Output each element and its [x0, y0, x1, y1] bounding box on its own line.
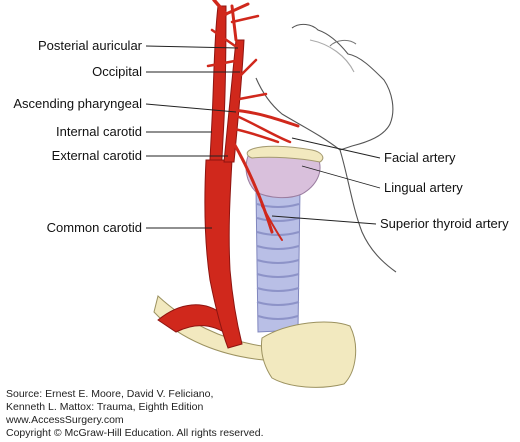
right-labels: Facial artery Lingual artery Superior th…	[271, 137, 509, 231]
source-line-2: Kenneth L. Mattox: Trauma, Eighth Editio…	[6, 401, 204, 413]
common-carotid-artery	[204, 159, 243, 349]
label-common-carotid: Common carotid	[47, 220, 142, 235]
source-line-1: Source: Ernest E. Moore, David V. Felici…	[6, 388, 214, 400]
leader-facial-artery	[291, 137, 381, 159]
label-ascending-pharyngeal: Ascending pharyngeal	[13, 96, 142, 111]
neck-outline	[255, 23, 397, 273]
label-external-carotid: External carotid	[52, 148, 142, 163]
leader-posterial-auricular	[145, 45, 239, 49]
label-superior-thyroid-artery: Superior thyroid artery	[380, 216, 509, 231]
leader-ascending-pharyngeal	[145, 103, 237, 113]
leader-superior-thyroid-artery	[271, 215, 377, 225]
left-labels: Posterial auricular Occipital Ascending …	[13, 38, 240, 235]
trachea	[255, 189, 301, 333]
label-posterial-auricular: Posterial auricular	[38, 38, 143, 53]
copyright-line: Copyright © McGraw-Hill Education. All r…	[6, 427, 264, 439]
label-internal-carotid: Internal carotid	[56, 124, 142, 139]
leader-lingual-artery	[301, 165, 381, 189]
manubrium	[261, 321, 357, 388]
source-line-3[interactable]: www.AccessSurgery.com	[6, 414, 124, 426]
arterial-branches	[206, 0, 300, 241]
label-occipital: Occipital	[92, 64, 142, 79]
label-lingual-artery: Lingual artery	[384, 180, 463, 195]
hyoid-bone	[246, 145, 324, 163]
label-facial-artery: Facial artery	[384, 150, 456, 165]
